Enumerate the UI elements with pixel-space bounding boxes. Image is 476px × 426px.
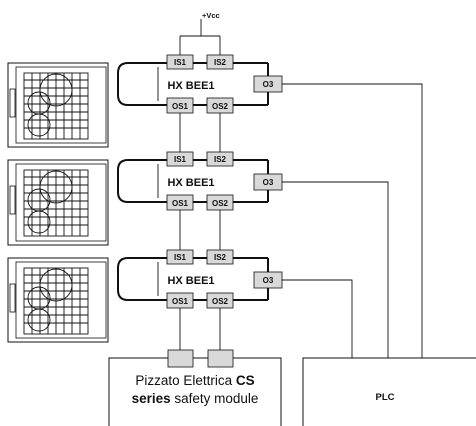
os1-terminal: [166, 97, 194, 114]
sensor-unit-1: IS1 IS2 HX BEE1 OS1 OS2 O3: [7, 54, 283, 148]
module-label-line-2: series safety module: [132, 391, 259, 406]
os1-label: OS1: [172, 102, 189, 111]
os2-label: OS2: [212, 199, 229, 208]
actuator-bracket-3: [117, 257, 159, 301]
is2-label: IS2: [214, 155, 227, 164]
plc-label: PLC: [376, 392, 395, 403]
os1-terminal: [166, 292, 194, 309]
os2-terminal: [206, 97, 234, 114]
is2-label: IS2: [214, 253, 227, 262]
is2-label: IS2: [214, 58, 227, 67]
door-panel-2: [7, 159, 109, 246]
series-chain: [179, 113, 221, 350]
o3-label: O3: [263, 178, 274, 187]
is1-terminal: [166, 54, 194, 70]
is2-terminal: [206, 54, 234, 70]
os1-label: OS1: [172, 297, 189, 306]
actuator-bracket-2: [117, 159, 159, 203]
device-label: HX BEE1: [167, 80, 214, 92]
o3-to-plc-wires: [282, 83, 423, 358]
is2-terminal: [206, 151, 234, 167]
module-input-terminal-1: [167, 349, 194, 368]
is1-terminal: [166, 151, 194, 167]
door-panel-1: [7, 62, 109, 148]
os2-label: OS2: [212, 102, 229, 111]
device-label: HX BEE1: [167, 275, 214, 287]
os2-terminal: [206, 292, 234, 309]
os2-terminal: [206, 194, 234, 211]
is1-label: IS1: [174, 155, 187, 164]
safety-module: Pizzato Elettrica CS series safety modul…: [108, 349, 282, 426]
vcc-supply: +Vcc: [179, 11, 221, 55]
is1-label: IS1: [174, 253, 187, 262]
is1-label: IS1: [174, 58, 187, 67]
door-panel-3: [7, 257, 109, 343]
sensor-unit-2: IS1 IS2 HX BEE1 OS1 OS2 O3: [7, 151, 283, 246]
plc-block: PLC: [302, 357, 476, 426]
os1-label: OS1: [172, 199, 189, 208]
module-input-terminal-2: [207, 349, 234, 368]
module-label-line-1: Pizzato Elettrica CS: [135, 373, 254, 388]
is1-terminal: [166, 249, 194, 265]
o3-label: O3: [263, 276, 274, 285]
os2-label: OS2: [212, 297, 229, 306]
os1-terminal: [166, 194, 194, 211]
sensor-unit-3: IS1 IS2 HX BEE1 OS1 OS2 O3: [7, 249, 283, 343]
vcc-label: +Vcc: [202, 11, 220, 20]
actuator-bracket-1: [117, 62, 159, 106]
o3-label: O3: [263, 80, 274, 89]
is2-terminal: [206, 249, 234, 265]
device-label: HX BEE1: [167, 177, 214, 189]
